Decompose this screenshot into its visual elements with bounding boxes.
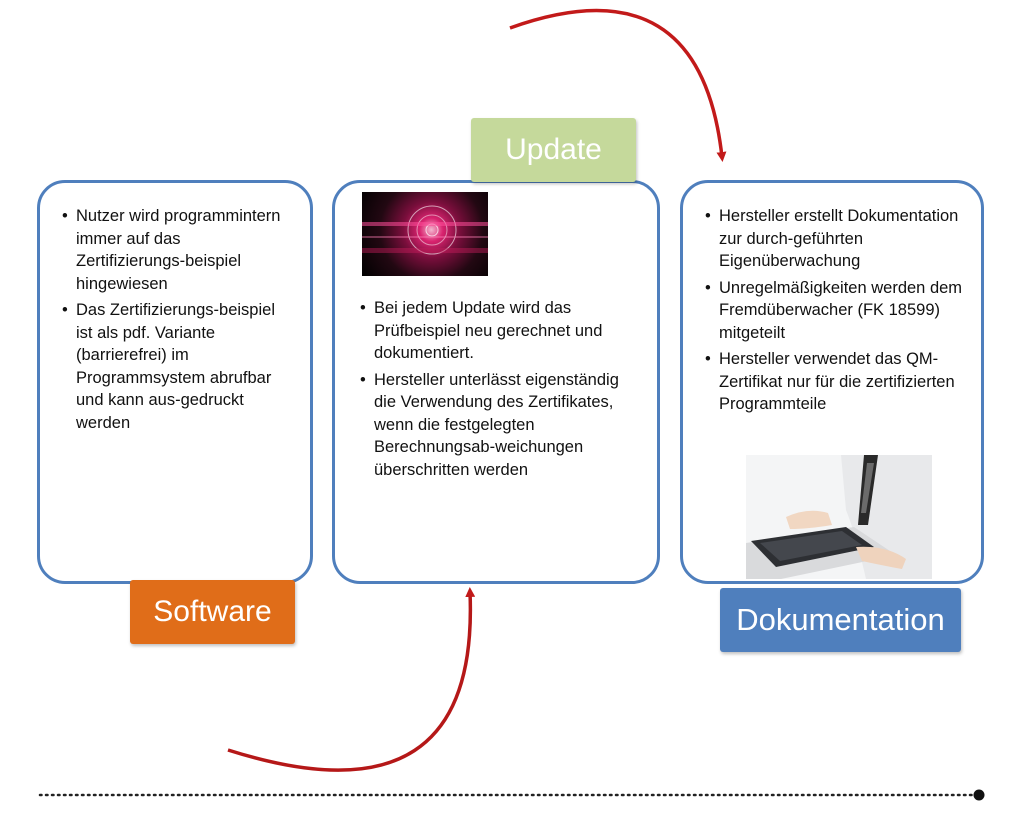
dokumentation-bullet: Hersteller erstellt Dokumentation zur du…: [705, 205, 967, 273]
top-curved-arrow: [509, 8, 727, 162]
dokumentation-bullet-list: Hersteller erstellt Dokumentation zur du…: [705, 205, 967, 420]
update-bullet: Bei jedem Update wird das Prüfbeispiel n…: [360, 297, 642, 365]
software-panel: Nutzer wird programmintern immer auf das…: [37, 180, 313, 584]
software-tag: Software: [130, 580, 295, 644]
update-bullet: Hersteller unterlässt eigenständig die V…: [360, 369, 642, 482]
dokumentation-tag: Dokumentation: [720, 588, 961, 652]
software-bullet: Nutzer wird programmintern immer auf das…: [62, 205, 292, 295]
software-bullet: Das Zertifizierungs-beispiel ist als pdf…: [62, 299, 292, 434]
timeline-end-dot: [973, 789, 985, 801]
dokumentation-panel: Hersteller erstellt Dokumentation zur du…: [680, 180, 984, 584]
update-panel: Bei jedem Update wird das Prüfbeispiel n…: [332, 180, 660, 584]
update-bullet-list: Bei jedem Update wird das Prüfbeispiel n…: [360, 297, 642, 485]
update-tag: Update: [471, 118, 636, 182]
software-bullet-list: Nutzer wird programmintern immer auf das…: [62, 205, 292, 438]
abstract-tech-image-icon: [362, 192, 488, 276]
laptop-typing-icon: [746, 455, 932, 579]
dokumentation-bullet: Unregelmäßigkeiten werden dem Fremdüberw…: [705, 277, 967, 345]
bottom-curved-arrow: [227, 587, 476, 772]
dokumentation-bullet: Hersteller verwendet das QM-Zertifikat n…: [705, 348, 967, 416]
